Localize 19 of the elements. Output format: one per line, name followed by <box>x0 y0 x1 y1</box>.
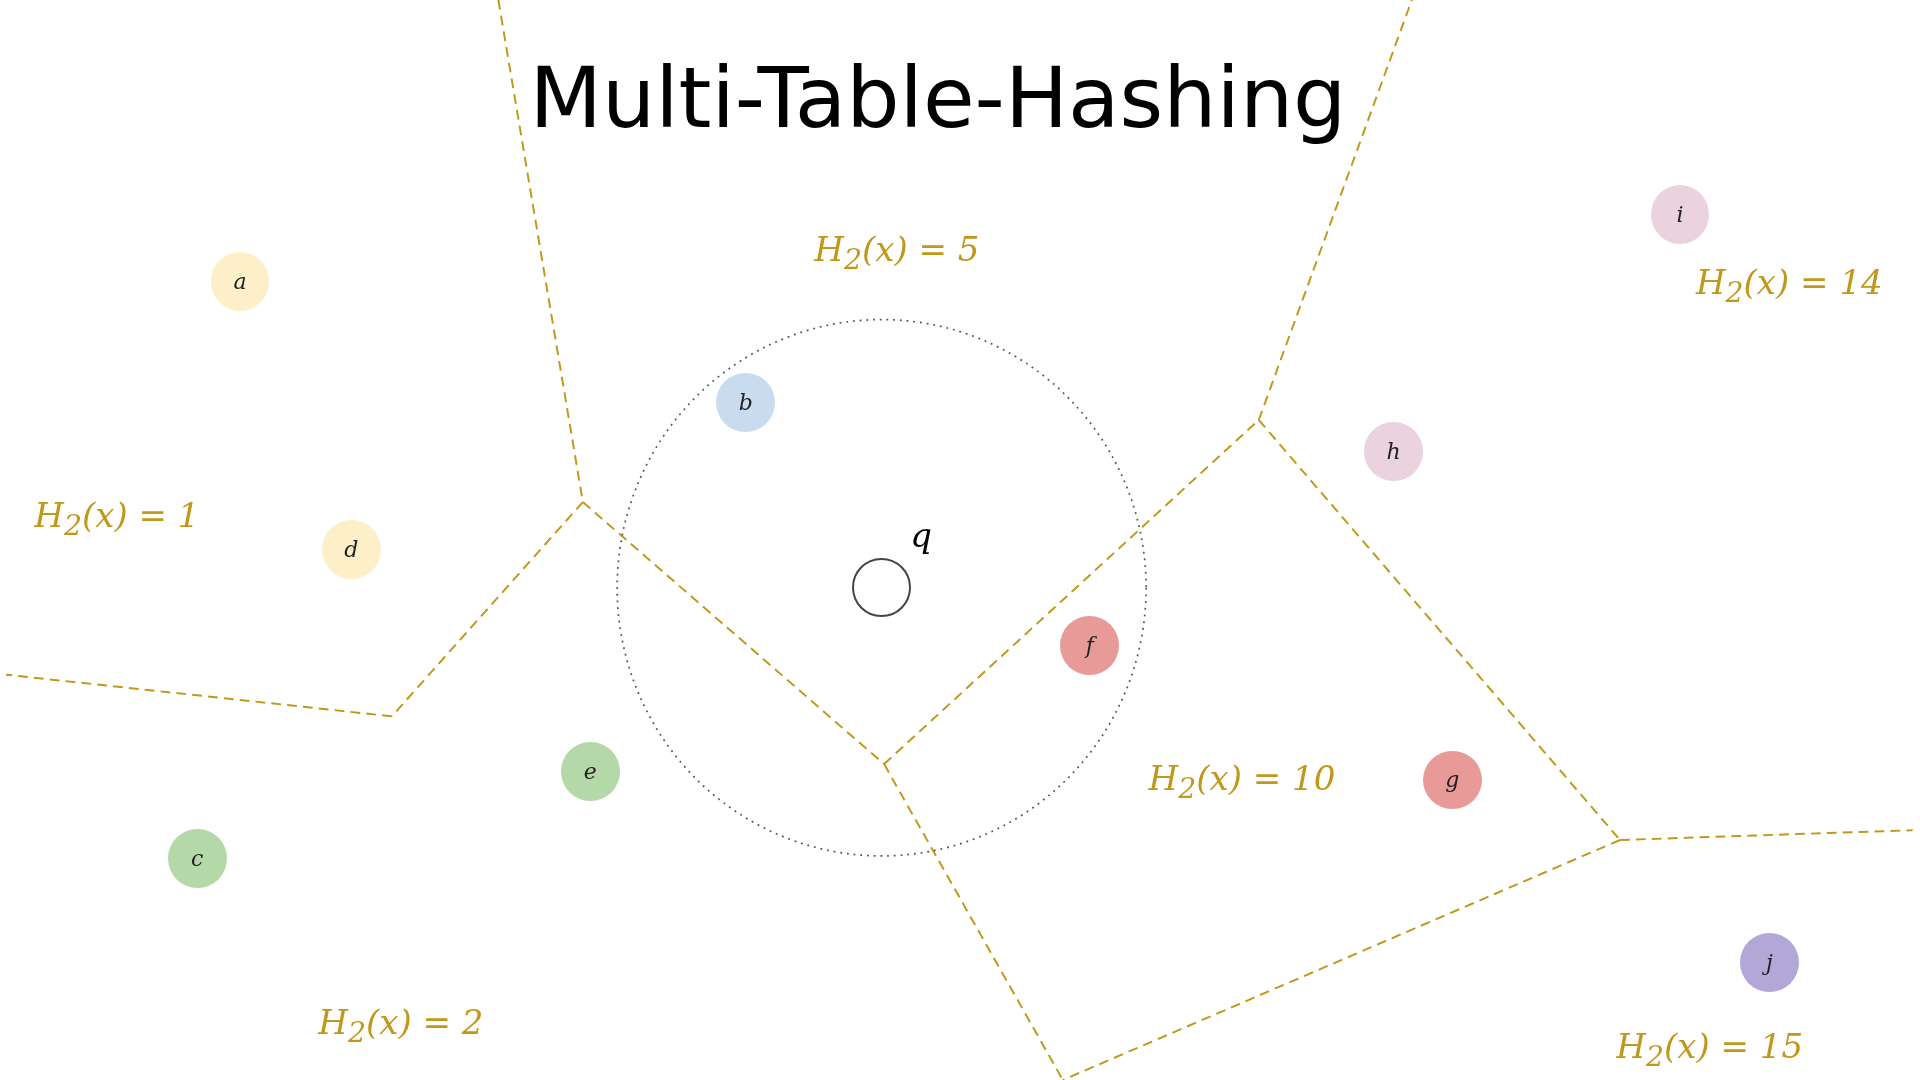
hash-value-label: H$_{2}$(x) = 10 <box>1148 758 1336 805</box>
point-marker: a <box>210 252 270 311</box>
point-marker: d <box>322 520 381 580</box>
point-marker: i <box>1650 184 1710 244</box>
hash-value-label: H$_{2}$(x) = 2 <box>318 1001 484 1049</box>
point-label: q <box>909 514 933 558</box>
point-marker: h <box>1364 422 1423 482</box>
title: Multi-Table-Hashing <box>529 48 1347 147</box>
point-marker: g <box>1422 750 1482 810</box>
point-marker: c <box>167 828 227 888</box>
point-marker: j <box>1740 933 1799 992</box>
query-point <box>852 558 911 618</box>
hash-value-label: H$_{2}$(x) = 14 <box>1695 262 1883 309</box>
hash-value-label: H$_{2}$(x) = 15 <box>1616 1026 1804 1074</box>
hash-value-label: H$_{2}$(x) = 5 <box>814 229 980 276</box>
point-marker: f <box>1060 615 1120 675</box>
point-marker: e <box>560 742 620 801</box>
hash-value-label: H$_{2}$(x) = 1 <box>34 494 200 542</box>
point-marker: b <box>716 373 776 433</box>
